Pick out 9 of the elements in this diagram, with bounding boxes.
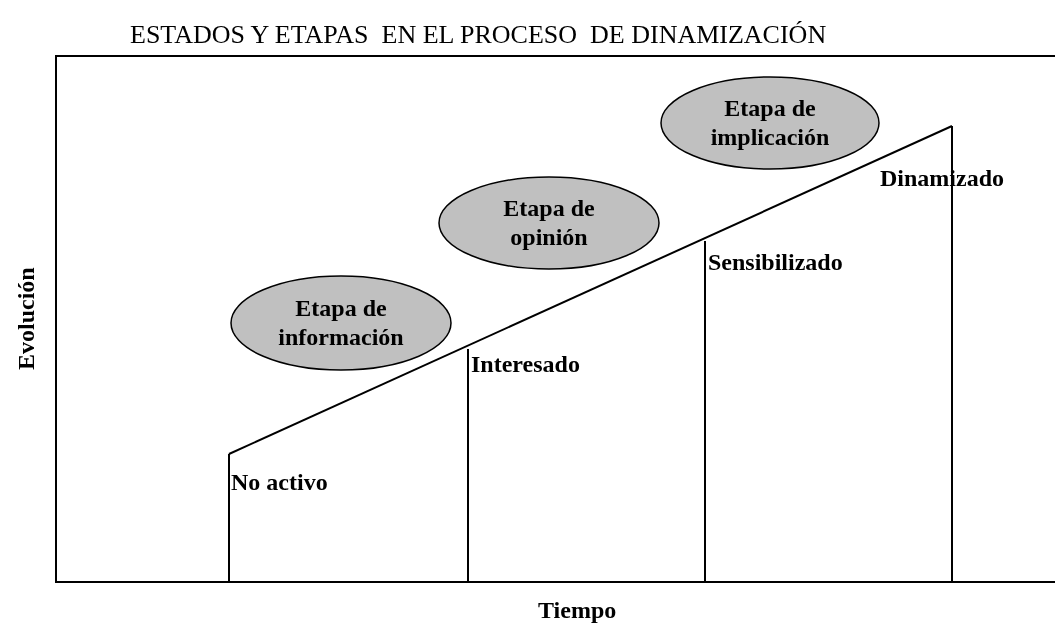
state-label: Sensibilizado: [708, 250, 843, 274]
stage-label: Etapa de implicación: [709, 94, 831, 152]
chart-title: ESTADOS Y ETAPAS EN EL PROCESO DE DINAMIZACIÓN: [130, 22, 827, 48]
axis-label: Evolución: [14, 267, 38, 370]
stage-label: Etapa de información: [277, 294, 405, 352]
axis-label: Tiempo: [538, 598, 617, 622]
state-label: Interesado: [471, 352, 580, 376]
state-label: No activo: [231, 470, 328, 494]
stage-label: Etapa de opinión: [502, 194, 596, 252]
